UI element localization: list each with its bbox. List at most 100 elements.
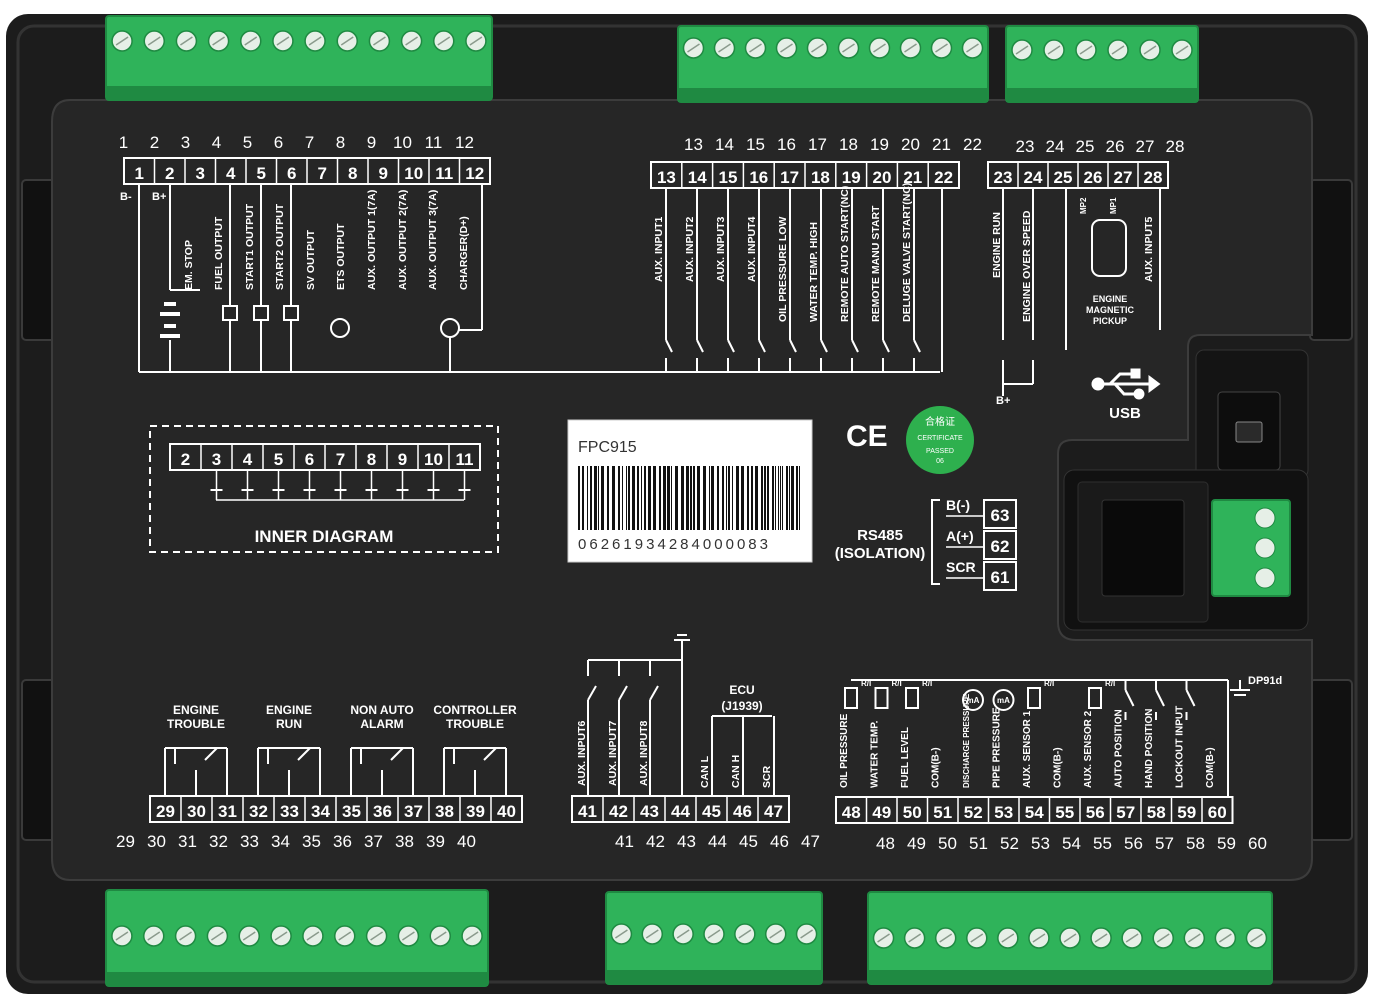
wire-label: REMOTE MANU START (870, 205, 882, 322)
rs485-pin: 61 (991, 568, 1010, 587)
terminal-block-1-12[interactable] (105, 15, 493, 101)
relay-group-title: ALARM (360, 717, 403, 731)
terminal-number: 7 (305, 133, 314, 152)
terminal-block-13-22[interactable] (677, 25, 989, 103)
wire-label: ETS OUTPUT (335, 223, 347, 290)
inner-pin-number: 10 (424, 450, 443, 469)
terminal-number: 39 (426, 832, 445, 851)
terminal-number: 42 (646, 832, 665, 851)
wire-label: WATER TEMP. HIGH (808, 222, 820, 322)
ce-mark: CE (846, 420, 888, 453)
terminal-block-48-60[interactable] (867, 891, 1273, 985)
pin-number: 11 (435, 164, 453, 183)
terminal-block-41-47[interactable] (605, 891, 823, 985)
pin-number: 9 (379, 164, 388, 183)
terminal-number: 2 (150, 133, 159, 152)
wire-label: LOCKOUT INPUT (1175, 706, 1186, 788)
pickup-label: PICKUP (1093, 316, 1127, 326)
wire-label: AUX. OUTPUT 1(7A) (366, 190, 378, 290)
usb-label: USB (1109, 405, 1141, 422)
inner-pin-number: 11 (456, 450, 474, 469)
usb-cutout (1195, 349, 1309, 479)
pin-number: 36 (373, 802, 392, 821)
wire-label: COM(B-) (1205, 747, 1216, 788)
wire-label: AUX. INPUT7 (607, 720, 619, 786)
wire-label: AUX. INPUT4 (746, 216, 758, 282)
pin-number: 7 (318, 164, 327, 183)
model-sticker: FPC915 06261934284000083 (567, 419, 813, 563)
wire-label: ENGINE OVER SPEED (1021, 210, 1033, 322)
rs485-terminal-block[interactable] (1211, 499, 1291, 597)
pin-number: 54 (1025, 803, 1044, 822)
pin-number: 34 (311, 802, 330, 821)
terminal-number: 36 (333, 832, 352, 851)
pin-number: 60 (1208, 803, 1227, 822)
terminal-number: 16 (777, 135, 796, 154)
pin-number: 2 (165, 164, 174, 183)
pin-number: 21 (903, 168, 922, 187)
terminal-number: 48 (876, 834, 895, 853)
terminal-number: 6 (274, 133, 283, 152)
pin-number: 40 (497, 802, 516, 821)
inner-pin-number: 2 (181, 450, 190, 469)
certificate-seal: 合格证 CERTIFICATE PASSED 06 (906, 406, 974, 474)
pin-number: 17 (780, 168, 799, 187)
terminal-number: 19 (870, 135, 889, 154)
pin-number: 30 (187, 802, 206, 821)
model-label: FPC915 (578, 439, 637, 456)
wire-label: PIPE PRESSURE (992, 707, 1003, 788)
b-plus-label: B+ (996, 395, 1010, 407)
pin-number: 50 (903, 803, 922, 822)
ri-label: R/I (922, 679, 932, 688)
inner-diagram-title: INNER DIAGRAM (255, 527, 394, 546)
terminal-number: 11 (425, 133, 443, 152)
pin-number: 31 (218, 802, 237, 821)
pin-number: 22 (934, 168, 953, 187)
inner-pin-number: 5 (274, 450, 283, 469)
terminal-number: 29 (116, 832, 135, 851)
wire-label: CAN L (699, 755, 711, 788)
terminal-number: 38 (395, 832, 414, 851)
wire-label: SCR (761, 765, 773, 788)
terminal-number: 51 (969, 834, 988, 853)
wire-label: OIL PRESSURE (839, 713, 850, 788)
terminal-number: 8 (336, 133, 345, 152)
rs485-pin: 62 (991, 537, 1010, 556)
barcode (578, 466, 800, 530)
terminal-block-29-40[interactable] (105, 889, 489, 987)
pin-number: 52 (964, 803, 983, 822)
wire-label: AUX. SENSOR 1 (1022, 710, 1033, 788)
pin-number: 45 (702, 802, 721, 821)
wire-label: COM(B-) (1053, 747, 1064, 788)
reset-button[interactable] (1101, 499, 1185, 597)
wire-label: DISCHARGE PRESSURE (962, 693, 971, 788)
pin-number: 28 (1144, 168, 1163, 187)
pin-number: 38 (435, 802, 454, 821)
terminal-number: 54 (1062, 834, 1081, 853)
pin-number: 56 (1086, 803, 1105, 822)
rs485-signal: SCR (946, 559, 976, 575)
terminal-block-23-28[interactable] (1005, 25, 1199, 103)
pin-number: 27 (1114, 168, 1133, 187)
pin-number: 5 (257, 164, 266, 183)
pin-number: 15 (719, 168, 738, 187)
mini-usb-port[interactable] (1235, 421, 1263, 443)
wire-label: AUX. INPUT8 (638, 720, 650, 786)
pin-number: 59 (1177, 803, 1196, 822)
pin-number: 46 (733, 802, 752, 821)
inner-pin-number: 7 (336, 450, 345, 469)
terminal-number: 34 (271, 832, 290, 851)
ma-sensor-icon (962, 689, 984, 711)
terminal-number: 60 (1248, 834, 1267, 853)
wire-label: REMOTE AUTO START(NC) (839, 186, 851, 322)
rs485-signal: B(-) (946, 497, 970, 513)
svg-text:PASSED: PASSED (926, 448, 954, 455)
